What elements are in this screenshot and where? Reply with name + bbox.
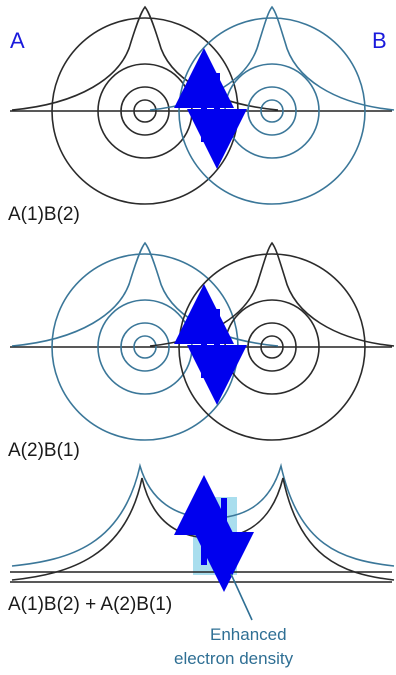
panel-1-caption: A(1)B(2)	[8, 204, 80, 225]
orbital-contours-b-2	[149, 241, 395, 441]
callout-pointer	[230, 573, 253, 621]
panel-2: A(2)B(1)	[8, 241, 395, 461]
orbital-contours-b-1	[149, 5, 395, 205]
orbital-contours-a-2	[11, 241, 279, 441]
panel-1: A(1)B(2)	[8, 5, 395, 225]
panel-2-caption: A(2)B(1)	[8, 440, 80, 461]
panel-3-caption: A(1)B(2) + A(2)B(1)	[8, 594, 172, 615]
panel-3: A(1)B(2) + A(2)B(1) Enhanced electron de…	[8, 462, 395, 668]
atom-b-label: B	[372, 28, 387, 53]
orbital-contours-a-1	[11, 5, 279, 205]
callout-text-line2: electron density	[174, 649, 294, 668]
atom-a-label: A	[10, 28, 25, 53]
callout-text-line1: Enhanced	[210, 625, 287, 644]
